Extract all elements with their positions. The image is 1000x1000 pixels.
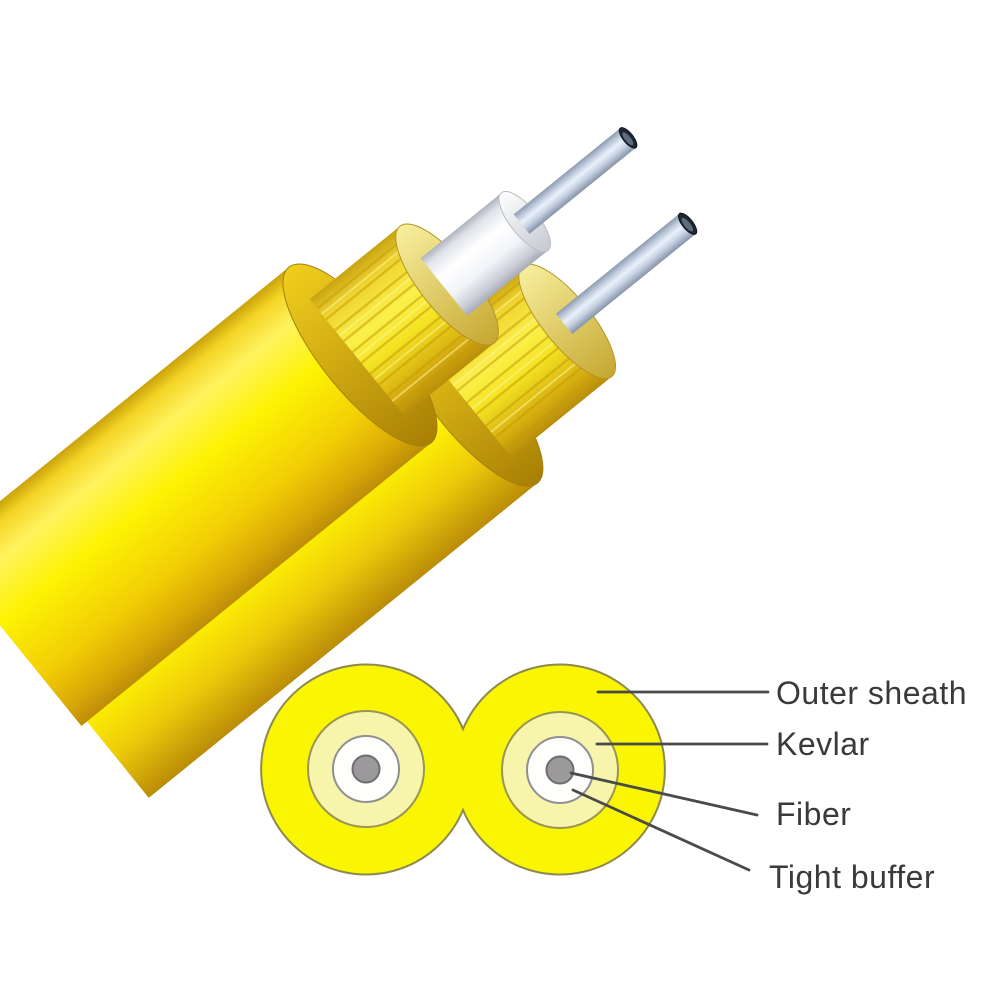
- front-outer-sheath-jacket: [0, 267, 432, 727]
- leader-line-tight-buffer: [571, 788, 751, 872]
- cross-section-fiber-left: [351, 754, 381, 784]
- front-fiber: [513, 128, 636, 234]
- cross-section: [260, 663, 666, 876]
- back-fiber-tip-core: [681, 217, 694, 232]
- label-fiber: Fiber: [776, 796, 851, 832]
- label-kevlar: Kevlar: [776, 726, 870, 762]
- front-kevlar-texture: [316, 237, 485, 408]
- callouts: Outer sheath Kevlar Fiber Tight buffer: [569, 675, 967, 895]
- front-cable: [0, 127, 638, 727]
- label-tight-buffer: Tight buffer: [769, 859, 935, 895]
- front-fiber-tip-core: [622, 132, 634, 146]
- label-outer-sheath: Outer sheath: [776, 675, 967, 711]
- leader-line-fiber: [569, 771, 759, 817]
- cross-section-fiber-right: [545, 755, 575, 785]
- back-fiber: [555, 213, 696, 334]
